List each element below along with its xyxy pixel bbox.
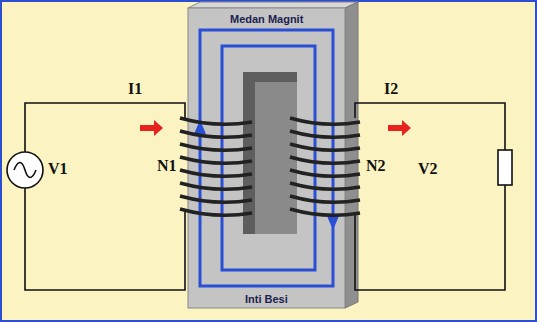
iron-core: Medan MagnitInti Besi xyxy=(188,8,345,308)
core-side xyxy=(345,2,358,308)
core-window xyxy=(243,72,297,234)
current-label: I2 xyxy=(384,80,398,98)
field-loop xyxy=(200,30,333,286)
ac-source xyxy=(7,152,43,188)
field-label: Medan Magnit xyxy=(230,13,303,25)
current-arrow xyxy=(140,120,163,136)
coil xyxy=(180,118,360,215)
voltage-label: V1 xyxy=(48,160,68,178)
wire xyxy=(25,103,505,290)
core-label: Inti Besi xyxy=(245,293,288,305)
turns-label: N1 xyxy=(157,157,177,175)
current-label: I1 xyxy=(128,80,142,98)
resistor-symbol xyxy=(498,150,512,185)
turns-label: N2 xyxy=(366,157,386,175)
field-arrow xyxy=(327,216,339,230)
voltage-label: V2 xyxy=(418,160,438,178)
sine-symbol xyxy=(14,163,36,178)
core-front xyxy=(188,8,345,308)
core-top xyxy=(188,2,358,8)
current-arrow xyxy=(388,120,411,136)
